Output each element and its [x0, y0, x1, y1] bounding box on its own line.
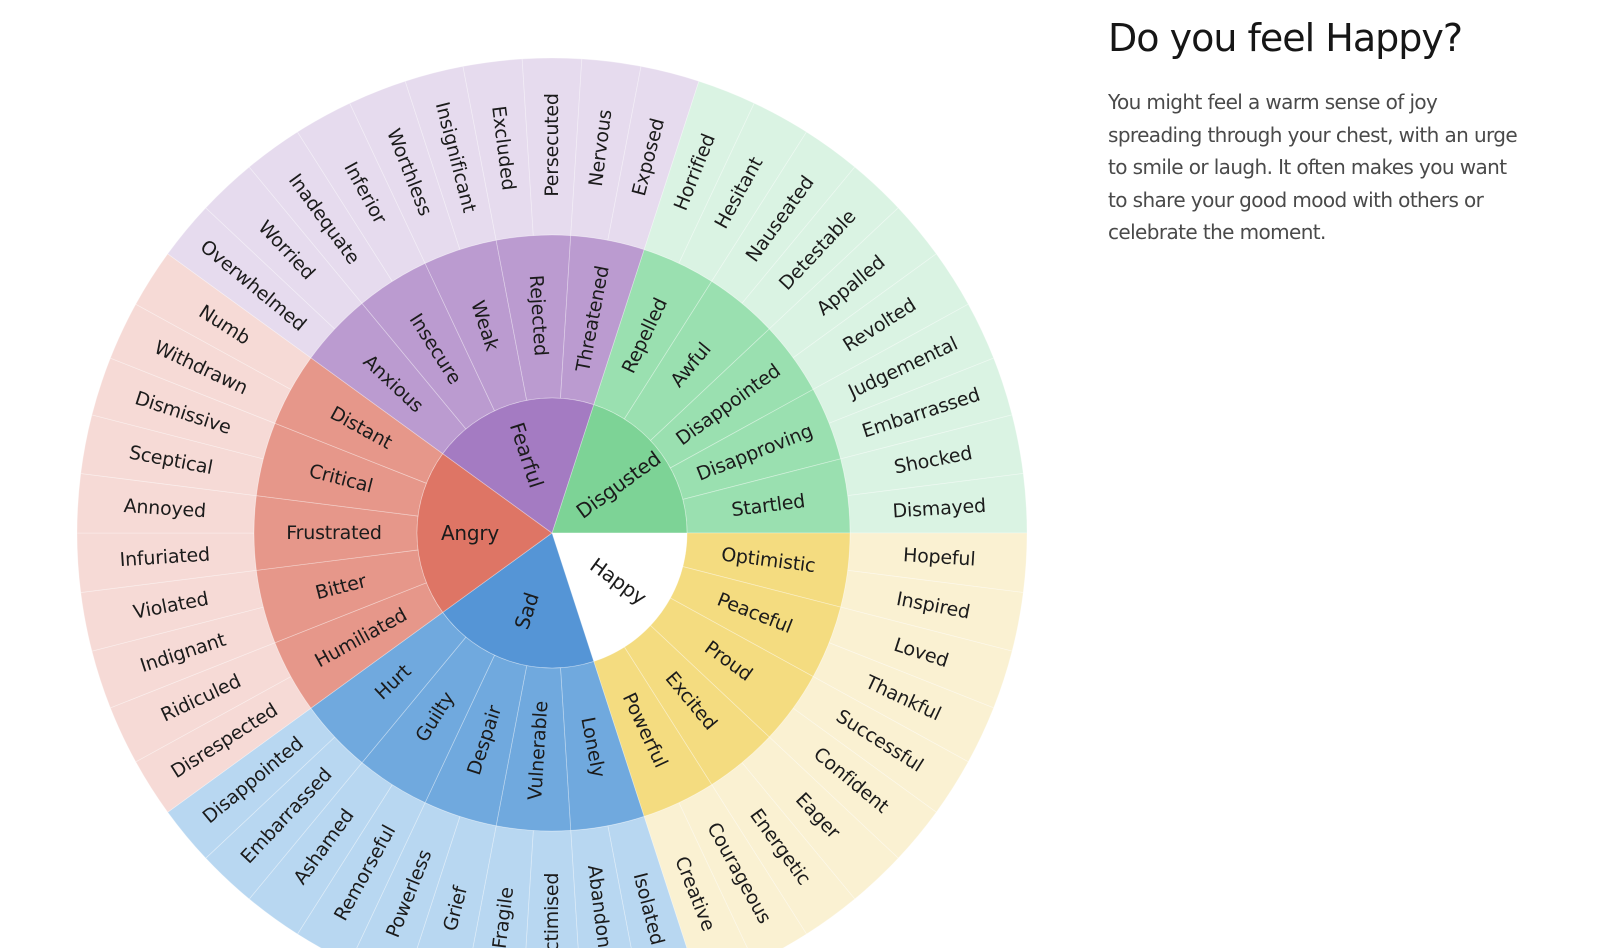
emotion-info-panel: Do you feel Happy? You might feel a warm… [1108, 14, 1528, 249]
label-middle-frustrated: Frustrated [286, 522, 381, 544]
segment-core-angry[interactable] [416, 453, 553, 613]
wheel-segments [76, 57, 1028, 948]
label-outer-victimised: Victimised [541, 873, 563, 948]
segment-core-happy[interactable] [551, 532, 688, 662]
label-outer-annoyed: Annoyed [123, 495, 207, 522]
segment-core-sad[interactable] [442, 532, 595, 669]
label-outer-hopeful: Hopeful [902, 544, 976, 570]
segment-core-disgusted[interactable] [551, 404, 688, 534]
label-core-angry: Angry [441, 521, 499, 545]
feelings-wheel-chart: HorrifiedHesitantRepelledNauseatedDetest… [76, 57, 1028, 948]
segment-core-fearful[interactable] [442, 397, 595, 534]
emotion-title: Do you feel Happy? [1108, 16, 1463, 60]
label-middle-rejected: Rejected [525, 274, 552, 356]
label-outer-persecuted: Persecuted [541, 93, 563, 197]
emotion-description: You might feel a warm sense of joy sprea… [1108, 90, 1518, 244]
